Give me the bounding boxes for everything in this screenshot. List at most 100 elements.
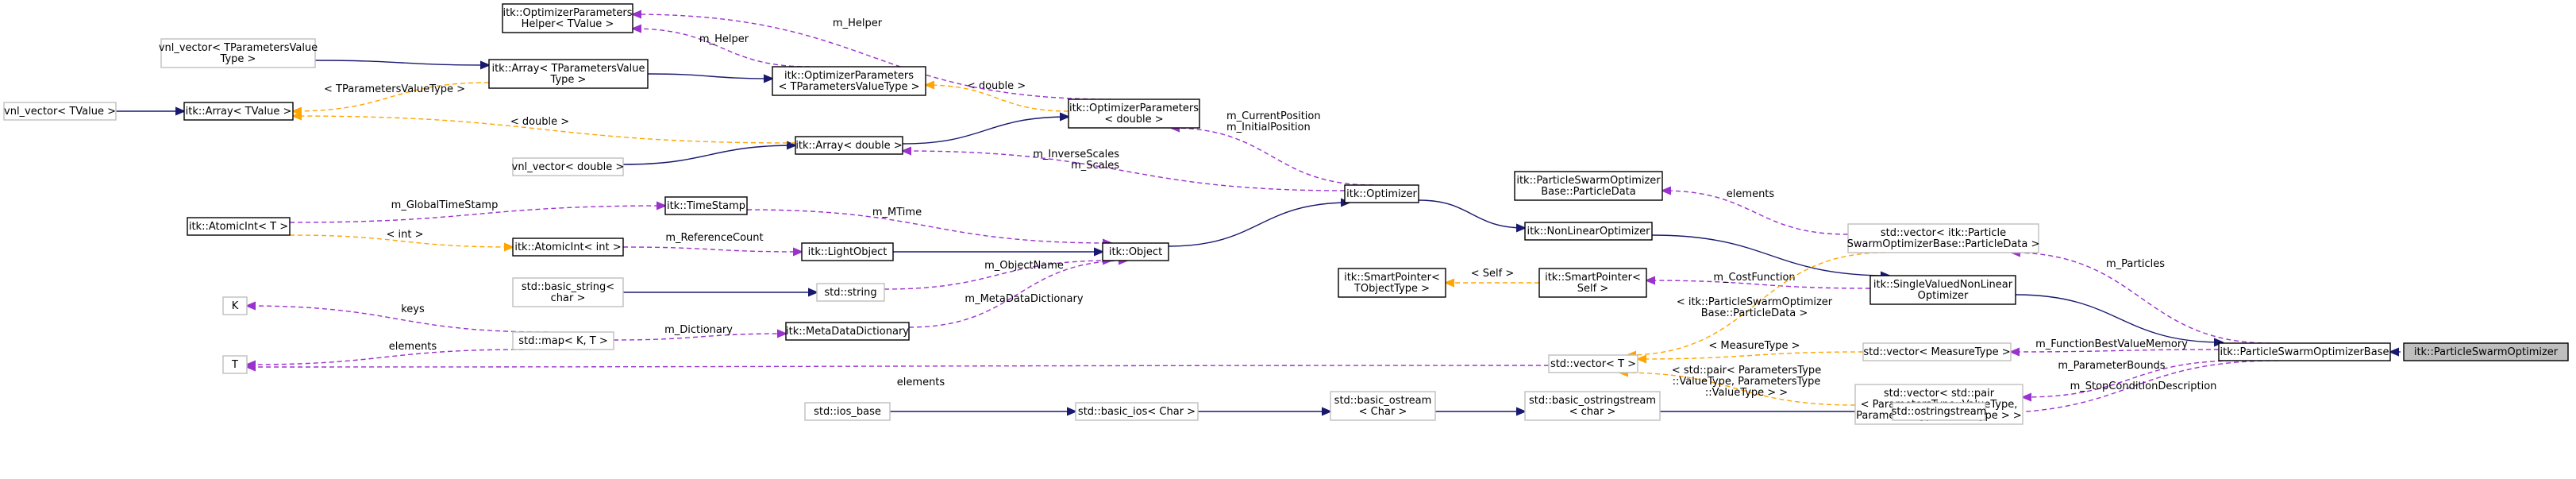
edge-stdstring-to-object: m_ObjectName xyxy=(884,260,1111,290)
edge-label: m_CurrentPosition xyxy=(1226,110,1321,122)
class-node-optimizer-parameters-double[interactable]: itk::OptimizerParameters< double > xyxy=(1068,99,1200,129)
edge-label: ::ValueType, ParametersType xyxy=(1673,376,1821,388)
class-node-light-object[interactable]: itk::LightObject xyxy=(801,242,894,261)
node-box xyxy=(795,136,903,155)
class-node-array-tvalue[interactable]: itk::Array< TValue > xyxy=(183,102,294,121)
node-label: vnl_vector< double > xyxy=(512,161,625,173)
edge-time-stamp-to-object: m_MTime xyxy=(746,207,1111,243)
node-label: Type > xyxy=(550,74,587,86)
node-label: itk::Optimizer xyxy=(1346,188,1417,200)
class-node-stdmap[interactable]: std::map< K, T > xyxy=(512,331,614,350)
class-node-particle-swarm-optimizer-base[interactable]: itk::ParticleSwarmOptimizerBase xyxy=(2218,342,2391,361)
edge-vector-measure-type-to-particle-swarm-optimizer-base: m_FunctionBestValueMemory xyxy=(2011,338,2220,352)
node-box xyxy=(801,242,894,261)
class-node-ostringstream[interactable]: std::ostringstream xyxy=(1892,402,1987,421)
node-label: vnl_vector< TValue > xyxy=(4,106,116,118)
edge-line xyxy=(622,145,795,165)
edge-line xyxy=(2015,294,2223,342)
class-node-non-linear-optimizer[interactable]: itk::NonLinearOptimizer xyxy=(1524,222,1653,241)
node-label: Self > xyxy=(1577,283,1608,295)
class-node-optimizer[interactable]: itk::Optimizer xyxy=(1344,184,1419,203)
edge-line xyxy=(633,29,811,68)
edge-vector-pair-to-particle-swarm-optimizer-base: m_ParameterBounds xyxy=(2023,360,2239,397)
class-node-object[interactable]: itk::Object xyxy=(1102,242,1169,261)
node-box xyxy=(183,102,294,121)
edge-object-to-optimizer xyxy=(1168,203,1350,247)
class-node-smart-pointer-self[interactable]: itk::SmartPointer<Self > xyxy=(1538,268,1647,298)
class-node-ios-base[interactable]: std::ios_base xyxy=(804,402,891,421)
class-node-smart-pointer-tobject-type[interactable]: itk::SmartPointer<TObjectType > xyxy=(1338,268,1446,298)
node-label: Base::ParticleData xyxy=(1541,186,1636,198)
edge-label: m_MetaDataDictionary xyxy=(965,293,1083,305)
edge-line xyxy=(902,117,1069,145)
node-label: Helper< TValue > xyxy=(522,18,614,30)
node-box xyxy=(512,277,624,307)
node-box xyxy=(488,59,649,89)
node-label: std::string xyxy=(824,287,876,299)
class-node-particle-data[interactable]: itk::ParticleSwarmOptimizerBase::Particl… xyxy=(1514,171,1663,201)
edge-label: < TParametersValueType > xyxy=(324,83,465,95)
edge-atomic-int-int-to-light-object: m_ReferenceCount xyxy=(622,232,802,252)
class-node-basic-ostream[interactable]: std::basic_ostream< Char > xyxy=(1330,391,1436,421)
class-node-vnl-vector-tvalue[interactable]: vnl_vector< TValue > xyxy=(3,102,117,121)
node-label: itk::OptimizerParameters xyxy=(1069,102,1199,114)
class-node-k[interactable]: K xyxy=(222,296,248,315)
class-node-vector-particle-data[interactable]: std::vector< itk::ParticleSwarmOptimizer… xyxy=(1847,223,2040,253)
node-box xyxy=(1869,275,2016,305)
node-box xyxy=(222,296,248,315)
edge-line xyxy=(247,365,1550,367)
node-box xyxy=(222,355,248,374)
node-label: < TParametersValueType > xyxy=(779,81,920,93)
class-node-atomic-int-t[interactable]: itk::AtomicInt< T > xyxy=(187,217,291,236)
node-box xyxy=(1330,391,1436,421)
edge-t-to-stdvector-t: elements xyxy=(247,365,1550,388)
edge-line xyxy=(2023,360,2239,397)
node-box xyxy=(1524,391,1661,421)
edge-line xyxy=(1646,280,1871,289)
edge-line xyxy=(633,14,1112,100)
class-node-time-stamp[interactable]: itk::TimeStamp xyxy=(664,196,748,215)
edge-smart-pointer-tobject-type-to-smart-pointer-self: < Self > xyxy=(1446,268,1539,283)
class-node-optimizer-parameters-tpvt[interactable]: itk::OptimizerParameters< TParametersVal… xyxy=(772,66,926,96)
edge-line xyxy=(314,60,489,65)
class-node-atomic-int-int[interactable]: itk::AtomicInt< int > xyxy=(512,238,624,257)
edge-t-to-stdmap: elements xyxy=(247,341,525,365)
class-node-vnl-vector-tpvt[interactable]: vnl_vector< TParametersValueType > xyxy=(159,38,318,68)
class-node-vnl-vector-double[interactable]: vnl_vector< double > xyxy=(512,157,625,176)
node-label: std::vector< T > xyxy=(1550,358,1636,370)
class-node-array-double[interactable]: itk::Array< double > xyxy=(795,136,903,155)
class-node-array-tparameters-value-type[interactable]: itk::Array< TParametersValueType > xyxy=(488,59,649,89)
class-node-basic-string[interactable]: std::basic_string<char > xyxy=(512,277,624,307)
edge-line xyxy=(1662,191,1849,235)
node-label: itk::Array< double > xyxy=(795,140,902,152)
node-label: vnl_vector< TParametersValue xyxy=(159,42,318,54)
class-node-vector-measure-type[interactable]: std::vector< MeasureType > xyxy=(1862,342,2012,361)
class-node-basic-ostringstream[interactable]: std::basic_ostringstream< char > xyxy=(1524,391,1661,421)
class-node-meta-data-dictionary[interactable]: itk::MetaDataDictionary xyxy=(785,322,910,341)
node-box xyxy=(1847,223,2039,253)
edge-smart-pointer-self-to-single-valued-non-linear-optimizer: m_CostFunction xyxy=(1646,272,1871,289)
edge-k-to-stdmap: keys xyxy=(247,303,549,333)
node-label: Optimizer xyxy=(1918,290,1969,302)
node-label: itk::Object xyxy=(1109,246,1162,258)
class-node-t[interactable]: T xyxy=(222,355,248,374)
class-node-basic-ios[interactable]: std::basic_ios< Char > xyxy=(1075,402,1199,421)
class-node-stdstring[interactable]: std::string xyxy=(816,283,885,302)
edge-line xyxy=(2012,253,2271,344)
class-node-stdvector-t[interactable]: std::vector< T > xyxy=(1548,354,1638,373)
node-label: itk::ParticleSwarmOptimizer xyxy=(1516,175,1661,187)
node-label: itk::Array< TParametersValue xyxy=(491,63,645,75)
edge-line xyxy=(289,234,513,247)
edge-optimizer-parameters-helper-to-optimizer-parameters-double: m_Helper xyxy=(633,14,1112,100)
node-box xyxy=(1548,354,1638,373)
class-node-particle-swarm-optimizer[interactable]: itk::ParticleSwarmOptimizer xyxy=(2403,342,2569,361)
node-box xyxy=(512,157,624,176)
node-box xyxy=(2403,342,2569,361)
node-box xyxy=(3,102,117,121)
node-box xyxy=(512,238,624,257)
node-label: itk::ParticleSwarmOptimizer xyxy=(2414,346,2559,358)
node-box xyxy=(1068,99,1200,129)
